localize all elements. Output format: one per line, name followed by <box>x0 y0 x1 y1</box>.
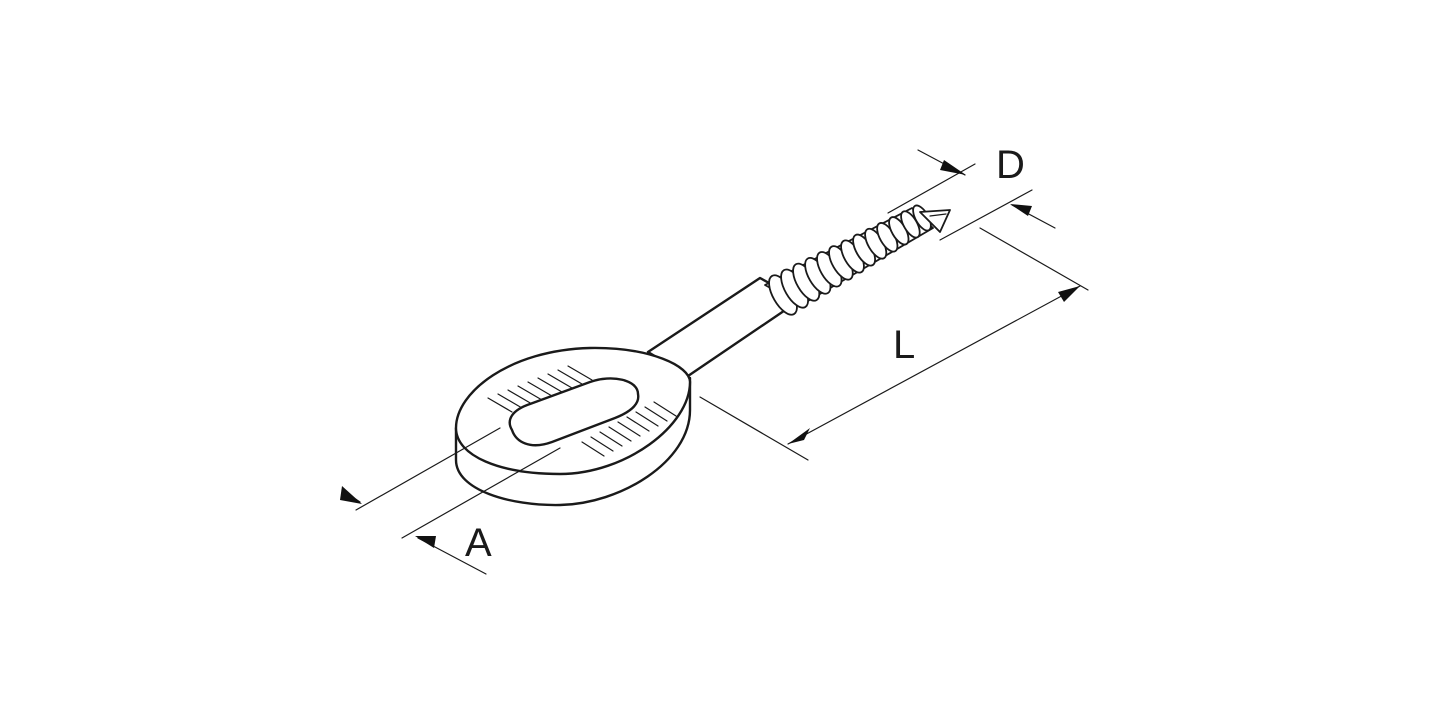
dimension-l: L <box>699 227 1089 461</box>
hatch-line <box>608 426 632 442</box>
hatch-line <box>644 406 668 422</box>
hatch-line <box>537 377 563 393</box>
hatch-line <box>567 365 593 381</box>
eye-ring <box>454 346 692 507</box>
hatch-line <box>527 381 553 397</box>
screw-thread <box>764 204 934 316</box>
hatch-line <box>590 436 614 452</box>
eye-hatching <box>487 365 677 457</box>
dimension-d-label: D <box>996 143 1025 187</box>
hatch-line <box>626 416 650 432</box>
hatch-line <box>547 373 573 389</box>
screw-tip <box>919 209 951 233</box>
hatch-line <box>635 411 659 427</box>
dimension-a-label: A <box>465 521 492 565</box>
dimension-l-label: L <box>893 323 915 367</box>
hatch-line <box>487 397 513 413</box>
hatch-line <box>517 385 543 401</box>
hatch-line <box>507 389 533 405</box>
dimension-a: A <box>340 427 561 575</box>
hatch-line <box>581 441 605 457</box>
dimension-d: D <box>887 143 1056 241</box>
hatch-line <box>617 421 641 437</box>
hatch-line <box>557 369 583 385</box>
hatch-line <box>599 431 623 447</box>
hatch-line <box>653 401 677 417</box>
hatch-line <box>497 393 523 409</box>
